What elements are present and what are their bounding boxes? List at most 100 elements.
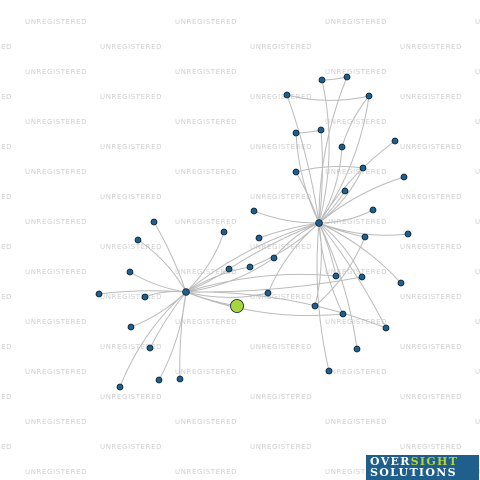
edge xyxy=(267,222,320,294)
graph-node[interactable] xyxy=(391,137,399,145)
edge xyxy=(318,95,370,224)
graph-node[interactable] xyxy=(225,265,233,273)
watermark-text: UNREGISTERED xyxy=(25,68,87,76)
edge xyxy=(318,222,344,315)
watermark-text: UNREGISTERED xyxy=(325,68,387,76)
watermark-text: UNREGISTERED xyxy=(475,118,480,126)
graph-node[interactable] xyxy=(404,230,412,238)
watermark-text: UNREGISTERED xyxy=(250,443,312,451)
graph-node[interactable] xyxy=(341,187,349,195)
graph-node[interactable] xyxy=(400,173,408,181)
graph-node[interactable] xyxy=(338,143,346,151)
graph-node[interactable] xyxy=(318,76,326,84)
watermark-text: UNREGISTERED xyxy=(400,93,462,101)
watermark-text: UNREGISTERED xyxy=(25,118,87,126)
watermark-text: UNREGISTERED xyxy=(175,18,237,26)
graph-node[interactable] xyxy=(382,324,390,332)
edge xyxy=(316,222,330,372)
watermark-text: UNREGISTERED xyxy=(325,468,387,476)
edge xyxy=(153,221,187,293)
edge xyxy=(321,76,348,81)
graph-node[interactable] xyxy=(332,272,340,280)
graph-node[interactable] xyxy=(292,168,300,176)
watermark-text: UNREGISTERED xyxy=(325,268,387,276)
oversight-solutions-logo: OVERSIGHT SOLUTIONS xyxy=(366,455,479,480)
watermark-text: UNREGISTERED xyxy=(25,268,87,276)
graph-node[interactable] xyxy=(359,164,367,172)
graph-node[interactable] xyxy=(365,92,373,100)
watermark-text: UNREGISTERED xyxy=(325,218,387,226)
graph-node[interactable] xyxy=(343,73,351,81)
graph-node[interactable] xyxy=(339,310,347,318)
watermark-text: UNREGISTERED xyxy=(0,443,12,451)
hub-node[interactable] xyxy=(182,288,190,296)
graph-node[interactable] xyxy=(369,206,377,214)
edge xyxy=(185,291,269,298)
edge xyxy=(137,239,187,293)
edge xyxy=(185,291,387,329)
graph-node[interactable] xyxy=(317,126,325,134)
graph-node[interactable] xyxy=(126,268,134,276)
graph-node[interactable] xyxy=(325,367,333,375)
watermark-text: UNREGISTERED xyxy=(325,418,387,426)
graph-node[interactable] xyxy=(358,273,366,281)
watermark-text: UNREGISTERED xyxy=(100,43,162,51)
graph-node[interactable] xyxy=(146,344,154,352)
edge xyxy=(295,171,320,224)
graph-node[interactable] xyxy=(141,293,149,301)
watermark-text: UNREGISTERED xyxy=(325,318,387,326)
watermark-text: UNREGISTERED xyxy=(475,268,480,276)
edge xyxy=(129,271,187,293)
graph-node[interactable] xyxy=(176,375,184,383)
graph-node[interactable] xyxy=(264,289,272,297)
graph-node[interactable] xyxy=(270,254,278,262)
watermark-text: UNREGISTERED xyxy=(0,43,12,51)
graph-node[interactable] xyxy=(95,290,103,298)
watermark-text: UNREGISTERED xyxy=(100,343,162,351)
edge xyxy=(130,291,187,328)
watermark-text: UNREGISTERED xyxy=(175,418,237,426)
graph-node[interactable] xyxy=(127,323,135,331)
watermark-text: UNREGISTERED xyxy=(175,68,237,76)
edge xyxy=(318,222,402,284)
watermark-text: UNREGISTERED xyxy=(250,43,312,51)
highlighted-node[interactable] xyxy=(230,299,244,313)
graph-node[interactable] xyxy=(220,228,228,236)
edge xyxy=(318,222,409,236)
watermark-text: UNREGISTERED xyxy=(100,193,162,201)
edge xyxy=(258,222,320,239)
watermark-text: UNREGISTERED xyxy=(475,168,480,176)
watermark-text: UNREGISTERED xyxy=(250,393,312,401)
watermark-text: UNREGISTERED xyxy=(325,368,387,376)
hub-node[interactable] xyxy=(315,219,323,227)
watermark-text: UNREGISTERED xyxy=(475,418,480,426)
graph-node[interactable] xyxy=(155,376,163,384)
graph-node[interactable] xyxy=(116,383,124,391)
graph-node[interactable] xyxy=(292,129,300,137)
edge xyxy=(295,165,364,173)
watermark-text: UNREGISTERED xyxy=(0,343,12,351)
watermark-text: UNREGISTERED xyxy=(100,393,162,401)
watermark-text: UNREGISTERED xyxy=(25,218,87,226)
graph-node[interactable] xyxy=(255,234,263,242)
watermark-text: UNREGISTERED xyxy=(0,143,12,151)
watermark-text: UNREGISTERED xyxy=(0,193,12,201)
graph-node[interactable] xyxy=(150,218,158,226)
graph-node[interactable] xyxy=(397,279,405,287)
edge xyxy=(318,167,364,224)
watermark-text: UNREGISTERED xyxy=(25,468,87,476)
edge xyxy=(318,222,387,329)
graph-node[interactable] xyxy=(353,345,361,353)
edge xyxy=(179,291,187,380)
graph-node[interactable] xyxy=(246,263,254,271)
graph-node[interactable] xyxy=(361,233,369,241)
edge xyxy=(318,176,405,224)
graph-node[interactable] xyxy=(283,91,291,99)
watermark-text: UNREGISTERED xyxy=(250,193,312,201)
graph-node[interactable] xyxy=(311,302,319,310)
graph-node[interactable] xyxy=(250,207,258,215)
edge xyxy=(295,129,322,134)
watermark-text: UNREGISTERED xyxy=(175,218,237,226)
edge xyxy=(318,129,323,224)
graph-node[interactable] xyxy=(134,236,142,244)
